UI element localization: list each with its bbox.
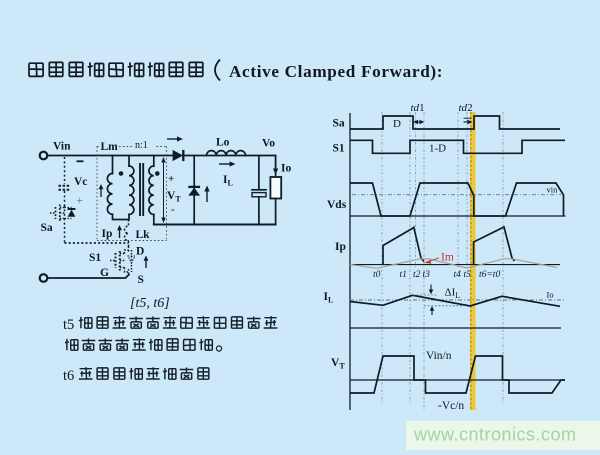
svg-text:+: +: [77, 195, 84, 207]
svg-text:Io: Io: [547, 290, 554, 300]
svg-text:t6: t6: [63, 368, 74, 384]
svg-text:-Vc/n: -Vc/n: [438, 400, 464, 412]
svg-text:Ip: Ip: [335, 241, 346, 253]
svg-text:Vds: Vds: [327, 199, 347, 211]
svg-text:Lo: Lo: [216, 137, 230, 149]
svg-text:-: -: [171, 204, 175, 216]
svg-text:G: G: [100, 267, 109, 279]
svg-text:Sa: Sa: [333, 118, 345, 130]
svg-text:t5: t5: [63, 317, 74, 333]
svg-text:t3: t3: [423, 270, 431, 280]
svg-text:IL: IL: [324, 291, 334, 305]
svg-text:t6=t0: t6=t0: [479, 270, 500, 280]
svg-text:D: D: [393, 118, 401, 130]
svg-text:n:1: n:1: [135, 140, 148, 151]
svg-text:+: +: [168, 173, 174, 185]
svg-text:td2: td2: [459, 102, 473, 114]
svg-text:S1: S1: [333, 143, 345, 155]
svg-text:Vin: Vin: [53, 141, 71, 153]
svg-text:Lm: Lm: [101, 141, 119, 153]
svg-text:Io: Io: [281, 163, 291, 175]
svg-text:Im: Im: [441, 252, 454, 264]
svg-text:Sa: Sa: [41, 222, 53, 234]
svg-text:S1: S1: [89, 252, 101, 264]
svg-text:Lk: Lk: [136, 229, 151, 241]
svg-text:t0: t0: [373, 270, 381, 280]
svg-text:t1: t1: [400, 270, 407, 280]
svg-text:vin: vin: [547, 185, 559, 195]
svg-text:Vin/n: Vin/n: [426, 350, 452, 362]
svg-text:IL: IL: [223, 174, 233, 188]
svg-text:www.cntronics.com: www.cntronics.com: [413, 425, 577, 445]
svg-text:Vc: Vc: [74, 176, 87, 188]
svg-text:S: S: [138, 274, 144, 286]
svg-text:t2: t2: [413, 270, 421, 280]
svg-text:Ip: Ip: [102, 228, 113, 240]
svg-text:t5: t5: [464, 270, 472, 280]
svg-text:Vo: Vo: [262, 138, 275, 150]
svg-text:D: D: [136, 246, 144, 258]
svg-text:[t5, t6]: [t5, t6]: [130, 296, 170, 311]
svg-text:td1: td1: [411, 102, 425, 114]
svg-text:t4: t4: [454, 270, 462, 280]
svg-text:1-D: 1-D: [429, 143, 446, 155]
svg-text:Active Clamped Forward):: Active Clamped Forward):: [229, 62, 443, 81]
